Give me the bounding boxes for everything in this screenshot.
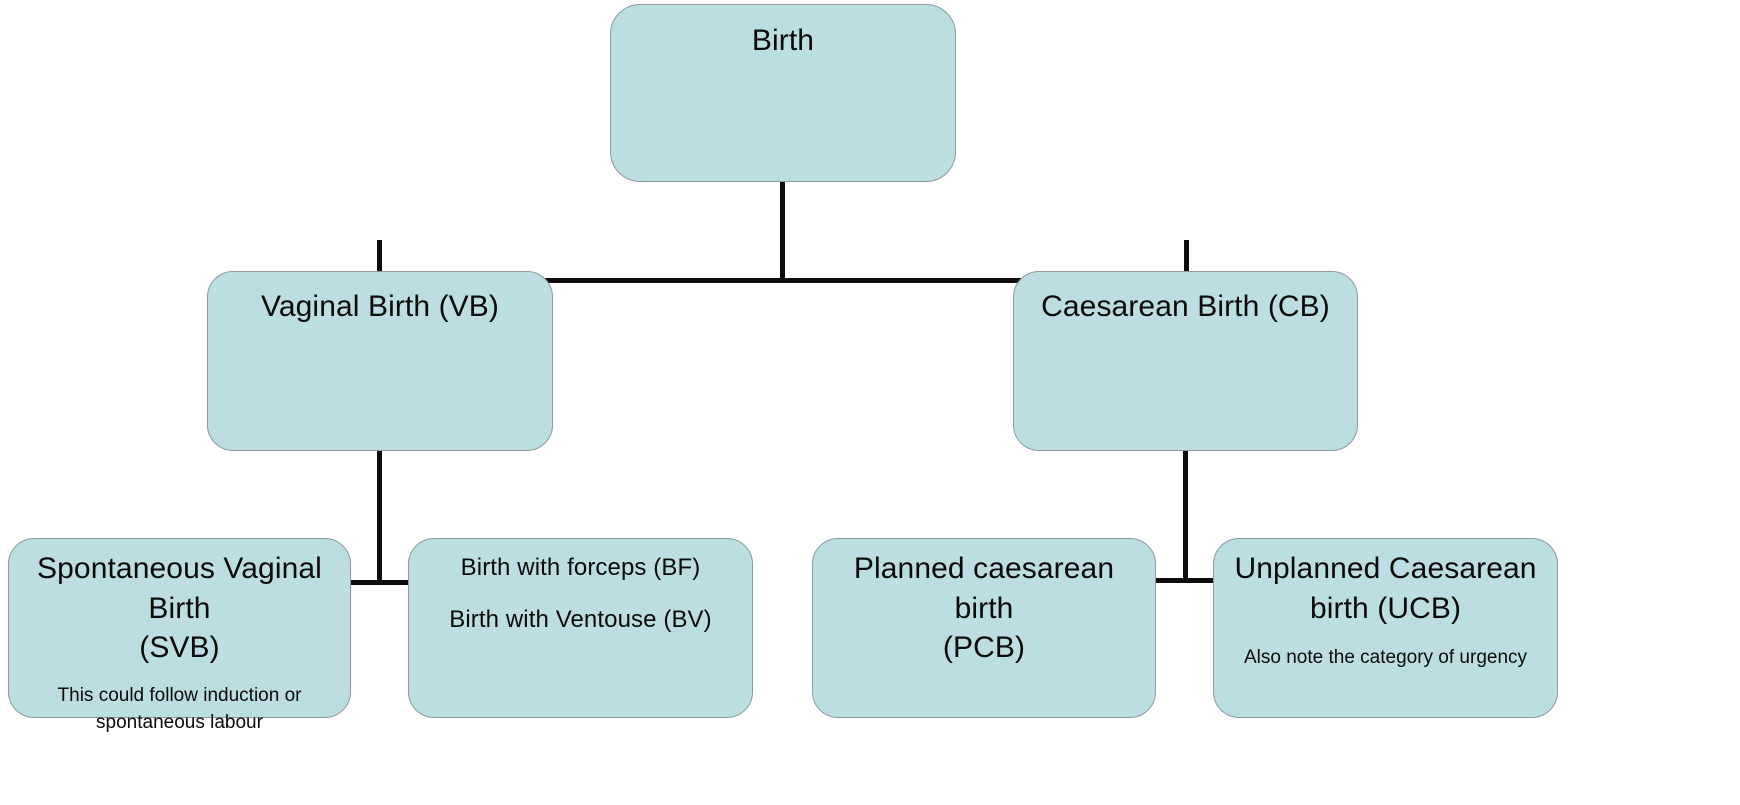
node-unplanned-caesarean-birth[interactable]: Unplanned Caesarean birth (UCB) Also not… [1213, 538, 1558, 718]
connector-cb-drop-leg [1184, 240, 1189, 282]
node-planned-caesarean-birth[interactable]: Planned caesarean birth (PCB) [812, 538, 1156, 718]
connector-vb-stem [377, 450, 382, 584]
node-pcb-label: Planned caesarean birth (PCB) [853, 552, 1115, 665]
node-birth-label: Birth [751, 24, 815, 57]
connector-cb-stem [1183, 450, 1188, 580]
node-ucb-note: Also note the category of urgency [1243, 647, 1528, 669]
node-caesarean-birth-label: Caesarean Birth (CB) [1041, 290, 1330, 323]
connector-root-stem [780, 180, 785, 280]
node-vaginal-birth[interactable]: Vaginal Birth (VB) [207, 271, 553, 451]
node-svb-label: Spontaneous Vaginal Birth (SVB) [37, 552, 322, 665]
node-birth[interactable]: Birth [610, 4, 956, 182]
connector-level3-left-bar [178, 580, 584, 585]
connector-vb-drop-leg [377, 240, 382, 282]
node-svb-note: This could follow induction or spontaneo… [57, 684, 302, 734]
node-vaginal-birth-label: Vaginal Birth (VB) [260, 290, 499, 323]
node-caesarean-birth[interactable]: Caesarean Birth (CB) [1013, 271, 1358, 451]
connector-level3-right-bar [982, 578, 1388, 583]
node-ucb-label: Unplanned Caesarean birth (UCB) [1234, 552, 1537, 625]
connector-level2-horizontal-bar [378, 278, 1190, 283]
node-instrumental-forceps-label: Birth with forceps (BF) [460, 554, 701, 581]
node-instrumental-birth[interactable]: Birth with forceps (BF) Birth with Vento… [408, 538, 753, 718]
node-spontaneous-vaginal-birth[interactable]: Spontaneous Vaginal Birth (SVB) This cou… [8, 538, 351, 733]
node-instrumental-ventouse-label: Birth with Ventouse (BV) [449, 605, 712, 633]
